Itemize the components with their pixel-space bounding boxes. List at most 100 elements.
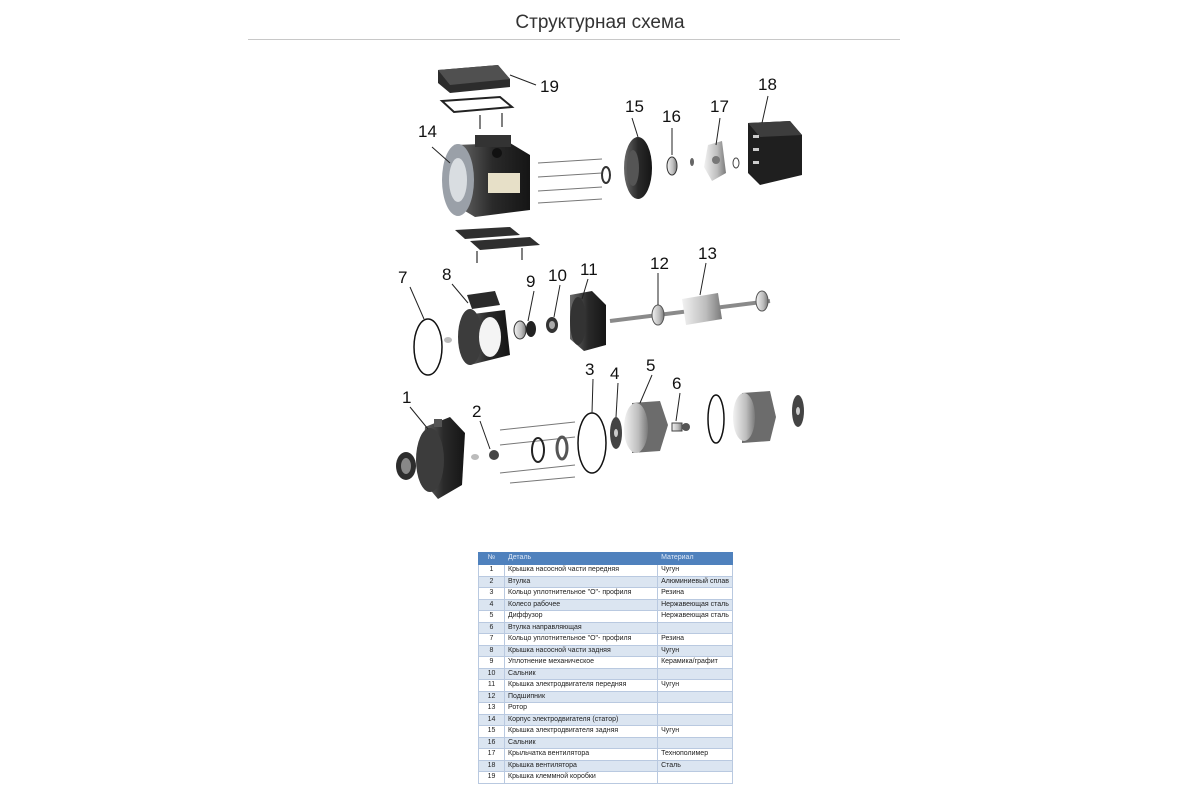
callout-15: 15 [625, 97, 644, 116]
cell-part: Корпус электродвигателя (статор) [504, 713, 659, 726]
cell-material [657, 621, 733, 634]
cell-material: Чугун [657, 725, 733, 738]
cell-part: Втулка [504, 575, 659, 588]
cell-part: Кольцо уплотнительное "О"- профиля [504, 587, 659, 600]
callout-2: 2 [472, 402, 481, 421]
cell-material: Чугун [657, 564, 733, 577]
pump-stage-set [707, 391, 804, 444]
cell-material [657, 736, 733, 749]
cell-material: Технополимер [657, 748, 733, 761]
part-6-guide-bush [671, 422, 690, 432]
callout-6: 6 [672, 374, 681, 393]
cell-number: 16 [477, 736, 506, 749]
callout-4: 4 [610, 364, 619, 383]
callout-17: 17 [710, 97, 729, 116]
cell-number: 5 [477, 610, 506, 623]
cell-material: Алюминиевый сплав [657, 575, 733, 588]
part-14-motor-housing [442, 135, 611, 263]
cell-number: 10 [477, 667, 506, 680]
cell-material: Резина [657, 587, 733, 600]
cell-number: 7 [477, 633, 506, 646]
callout-18: 18 [758, 75, 777, 94]
callout-11: 11 [580, 260, 598, 279]
callout-9: 9 [526, 272, 535, 291]
cell-part: Сальник [504, 667, 659, 680]
cell-part: Крышка электродвигателя передняя [504, 679, 659, 692]
callout-19: 19 [540, 77, 559, 96]
cell-material [657, 702, 733, 715]
cell-material: Сталь [657, 759, 733, 772]
cell-number: 1 [477, 564, 506, 577]
cell-part: Диффузор [504, 610, 659, 623]
cell-part: Крышка вентилятора [504, 759, 659, 772]
cell-material: Резина [657, 633, 733, 646]
part-18-fan-cover [748, 121, 802, 185]
callout-3: 3 [585, 360, 594, 379]
cell-part: Крыльчатка вентилятора [504, 748, 659, 761]
cell-number: 19 [477, 771, 506, 784]
cell-material: Нержавеющая сталь [657, 598, 733, 611]
title-divider [248, 39, 900, 40]
part-11-front-motor-cover [570, 291, 606, 351]
part-4-impeller [610, 417, 622, 449]
cell-part: Подшипник [504, 690, 659, 703]
cell-part: Крышка клеммной коробки [504, 771, 659, 784]
cell-material: Чугун [657, 644, 733, 657]
column-header-part: Деталь [504, 552, 659, 565]
cell-material: Нержавеющая сталь [657, 610, 733, 623]
callout-leaders [409, 74, 769, 450]
cell-part: Уплотнение механическое [504, 656, 659, 669]
part-9-mechanical-seal [513, 320, 536, 340]
cell-material [657, 667, 733, 680]
cell-material [657, 713, 733, 726]
table-header-row: № Деталь Материал [477, 552, 733, 565]
cell-material [657, 771, 733, 784]
cell-material: Керамика/графит [657, 656, 733, 669]
cell-part: Ротор [504, 702, 659, 715]
cell-number: 8 [477, 644, 506, 657]
cell-number: 17 [477, 748, 506, 761]
cell-part: Колесо рабочее [504, 598, 659, 611]
cell-part: Крышка электродвигателя задняя [504, 725, 659, 738]
part-5-diffuser [624, 401, 668, 453]
callout-10: 10 [548, 266, 567, 285]
cell-number: 15 [477, 725, 506, 738]
part-2-bush-and-tie-rods [471, 421, 576, 484]
cell-number: 11 [477, 679, 506, 692]
cell-part: Сальник [504, 736, 659, 749]
part-19-terminal-box-cover [438, 65, 515, 129]
cell-number: 3 [477, 587, 506, 600]
callout-7: 7 [398, 268, 407, 287]
cell-part: Втулка направляющая [504, 621, 659, 634]
exploded-pump-diagram: 19 14 15 16 17 18 7 8 9 10 11 12 13 1 2 … [396, 65, 804, 499]
callout-14: 14 [418, 122, 437, 141]
part-1-front-pump-cover [396, 417, 465, 499]
callout-5: 5 [646, 356, 655, 375]
cell-material: Чугун [657, 679, 733, 692]
cell-number: 12 [477, 690, 506, 703]
callout-labels: 19 14 15 16 17 18 7 8 9 10 11 12 13 1 2 … [398, 75, 777, 421]
callout-12: 12 [650, 254, 669, 273]
cell-number: 4 [477, 598, 506, 611]
cell-number: 18 [477, 759, 506, 772]
cell-material [657, 690, 733, 703]
cell-part: Кольцо уплотнительное "О"- профиля [504, 633, 659, 646]
part-16-oil-seal [666, 156, 694, 176]
part-12-13-rotor-shaft [609, 290, 771, 326]
